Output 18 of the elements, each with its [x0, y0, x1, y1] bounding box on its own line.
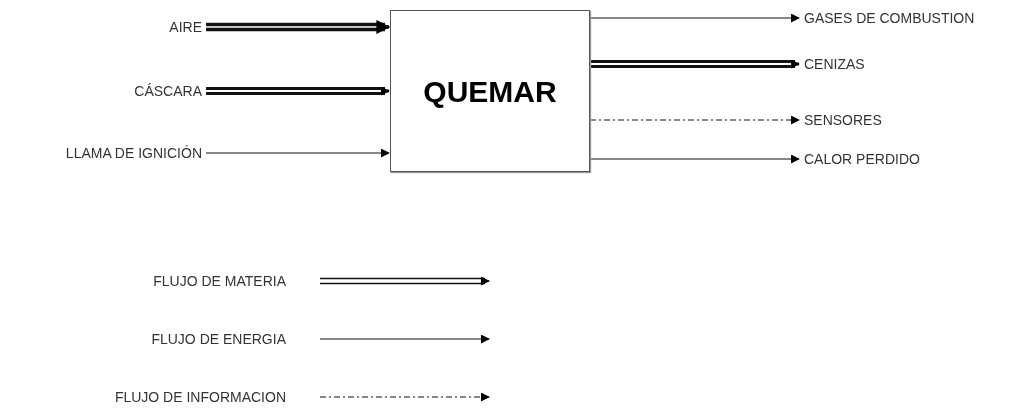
flow-arrow: [589, 13, 800, 23]
flow-arrow: [589, 154, 800, 164]
flow-label: SENSORES: [800, 109, 882, 131]
process-box: QUEMAR: [390, 10, 590, 172]
flow-label: CENIZAS: [800, 53, 865, 75]
legend-label: FLUJO DE ENERGIA: [151, 332, 286, 346]
flow-label: AIRE: [169, 16, 206, 38]
legend-label: FLUJO DE MATERIA: [153, 274, 286, 288]
flow-arrow: [589, 115, 800, 125]
legend-label: FLUJO DE INFORMACION: [114, 390, 286, 404]
flow-arrow: [588, 59, 801, 69]
flow-arrow: [205, 148, 390, 158]
flow-label: LLAMA DE IGNICIÓN: [65, 142, 206, 164]
flow-arrow: [204, 86, 391, 96]
flow-label: CALOR PERDIDO: [800, 148, 920, 170]
flow-label: CÁSCARA: [134, 80, 206, 102]
flow-label: GASES DE COMBUSTION: [800, 7, 975, 29]
flow-arrow: [204, 20, 391, 34]
